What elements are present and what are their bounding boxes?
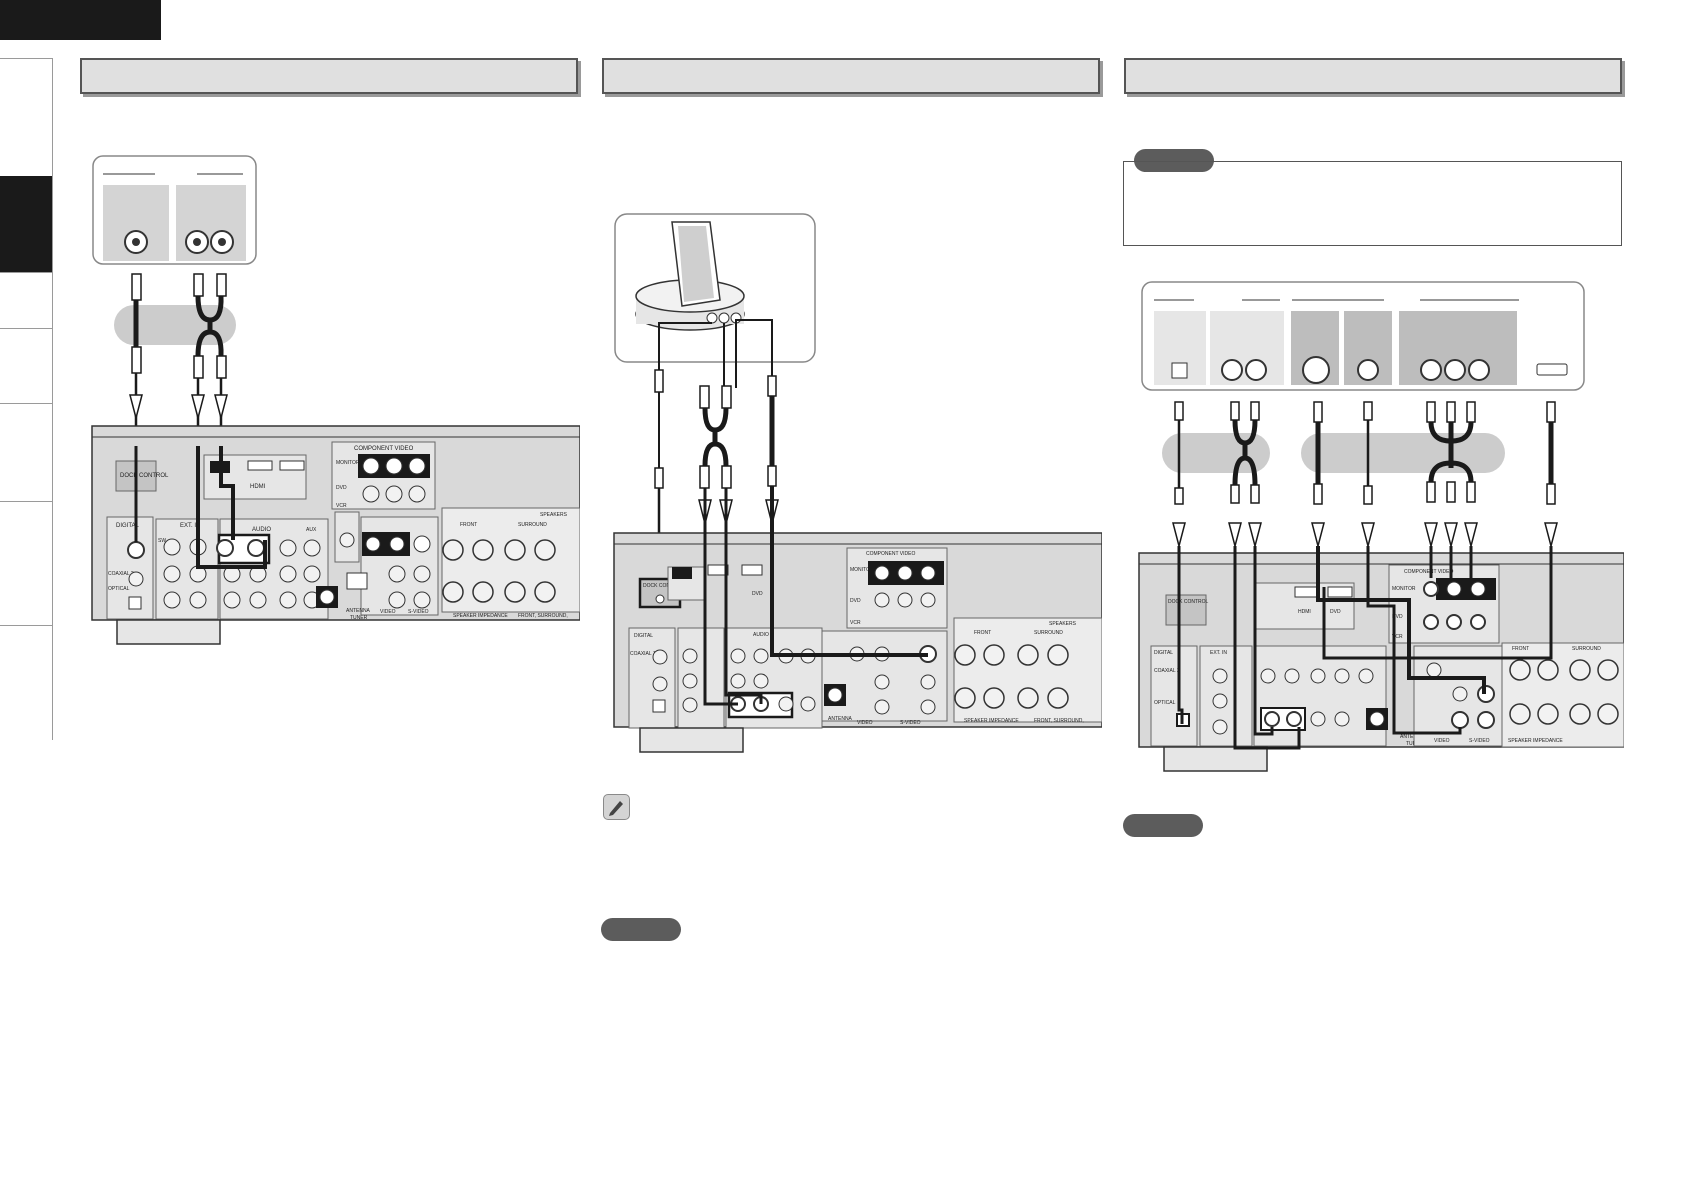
svg-text:SPEAKERS: SPEAKERS: [1049, 621, 1077, 627]
svg-text:S-VIDEO: S-VIDEO: [900, 720, 921, 726]
svg-text:DVD: DVD: [1392, 614, 1403, 620]
side-nav-tab[interactable]: [0, 58, 52, 177]
svg-text:ANTENNA: ANTENNA: [346, 608, 371, 614]
svg-text:DOCK CONTROL: DOCK CONTROL: [643, 583, 684, 589]
side-nav-tab[interactable]: [0, 328, 52, 404]
svg-text:SPEAKERS: SPEAKERS: [540, 512, 568, 518]
svg-text:FRONT, SURROUND,: FRONT, SURROUND,: [1034, 718, 1084, 724]
svg-text:COAXIAL 2: COAXIAL 2: [108, 571, 134, 577]
svg-text:S-VIDEO: S-VIDEO: [1469, 738, 1490, 744]
manual-corner-tab: [0, 0, 161, 40]
svg-text:DIGITAL: DIGITAL: [116, 523, 140, 529]
svg-text:DOCK CONTROL: DOCK CONTROL: [120, 473, 169, 479]
cable-badge: [1301, 433, 1505, 473]
side-nav-tab-active[interactable]: [0, 176, 52, 273]
receiver-rear-panel: DOCK CONTROL DVD DIGITAL COAXIAL 1 AUDIO…: [613, 532, 1102, 753]
svg-text:AUX: AUX: [306, 527, 317, 533]
section-header-video: [1124, 58, 1622, 94]
svg-text:VIDEO: VIDEO: [380, 609, 396, 615]
note-box: [1123, 161, 1622, 246]
svg-text:FRONT: FRONT: [974, 630, 991, 636]
digital-audio-connection-diagram: DOCK CONTROL DIGITAL COAXIAL 2 OPTICAL E…: [91, 155, 580, 645]
section-header-digital-audio: [80, 58, 578, 94]
svg-text:AUDIO: AUDIO: [252, 527, 271, 533]
svg-text:MONITOR: MONITOR: [1392, 586, 1416, 592]
svg-text:FRONT: FRONT: [1512, 646, 1529, 652]
svg-text:DIGITAL: DIGITAL: [1154, 650, 1173, 656]
receiver-rear-panel: DOCK CONTROL DIGITAL COAXIAL 2 OPTICAL E…: [1138, 552, 1624, 772]
svg-text:SURROUND: SURROUND: [1034, 630, 1063, 636]
svg-text:VIDEO: VIDEO: [857, 720, 873, 726]
side-nav-tab[interactable]: [0, 272, 52, 329]
svg-text:SURROUND: SURROUND: [518, 522, 547, 528]
svg-text:COMPONENT VIDEO: COMPONENT VIDEO: [866, 551, 915, 557]
section-header-ipod-dock: [602, 58, 1100, 94]
svg-text:DVD: DVD: [850, 598, 861, 604]
svg-text:EXT. IN: EXT. IN: [180, 523, 200, 529]
svg-text:S-VIDEO: S-VIDEO: [408, 609, 429, 615]
side-nav-tab[interactable]: [0, 501, 52, 626]
svg-text:COMPONENT VIDEO: COMPONENT VIDEO: [354, 446, 414, 452]
video-connection-diagram: DOCK CONTROL DIGITAL COAXIAL 2 OPTICAL E…: [1138, 281, 1624, 772]
svg-text:DVD: DVD: [1330, 609, 1341, 615]
pencil-icon: [603, 794, 630, 820]
svg-text:MONITOR: MONITOR: [336, 460, 360, 466]
direction-arrows: [698, 499, 779, 525]
svg-text:AUDIO: AUDIO: [753, 632, 769, 638]
svg-text:DVD: DVD: [752, 591, 763, 597]
svg-text:COAXIAL 2: COAXIAL 2: [1154, 668, 1180, 674]
receiver-rear-panel: DOCK CONTROL DIGITAL COAXIAL 2 OPTICAL E…: [91, 425, 580, 645]
svg-text:OPTICAL: OPTICAL: [1154, 700, 1176, 706]
note-badge: [601, 918, 681, 941]
ipod-dock-icon: [614, 213, 816, 363]
direction-arrows: [1172, 522, 1558, 549]
svg-text:HDMI: HDMI: [250, 484, 266, 490]
svg-text:COAXIAL 1: COAXIAL 1: [630, 651, 656, 657]
svg-text:MONITOR: MONITOR: [850, 567, 874, 573]
ipod-dock-connection-diagram: DOCK CONTROL DVD DIGITAL COAXIAL 1 AUDIO…: [613, 213, 1102, 753]
svg-text:TUNER: TUNER: [350, 615, 368, 621]
side-nav-tab[interactable]: [0, 625, 52, 741]
note-badge: [1134, 149, 1214, 172]
svg-text:SW: SW: [158, 538, 166, 544]
svg-text:VCR: VCR: [1392, 634, 1403, 640]
cables: [1174, 401, 1556, 505]
svg-text:DIGITAL: DIGITAL: [634, 633, 653, 639]
svg-text:ANTENNA: ANTENNA: [828, 716, 853, 722]
cables: [131, 273, 227, 446]
svg-text:COMPONENT VIDEO: COMPONENT VIDEO: [1404, 569, 1453, 575]
svg-text:OPTICAL: OPTICAL: [108, 586, 130, 592]
svg-text:SPEAKER IMPEDANCE: SPEAKER IMPEDANCE: [453, 613, 508, 619]
source-device-panel: [1141, 281, 1585, 391]
svg-text:VCR: VCR: [336, 503, 347, 509]
svg-text:SURROUND: SURROUND: [1572, 646, 1601, 652]
svg-text:SPEAKER IMPEDANCE: SPEAKER IMPEDANCE: [1508, 738, 1563, 744]
svg-text:DVD: DVD: [336, 485, 347, 491]
note-badge: [1123, 814, 1203, 837]
svg-text:VIDEO: VIDEO: [1434, 738, 1450, 744]
svg-text:VCR: VCR: [850, 620, 861, 626]
svg-text:FRONT, SURROUND,: FRONT, SURROUND,: [518, 613, 568, 619]
svg-text:ANTENNA: ANTENNA: [1400, 734, 1425, 740]
svg-text:EXT. IN: EXT. IN: [1210, 650, 1227, 656]
svg-text:SPEAKER IMPEDANCE: SPEAKER IMPEDANCE: [964, 718, 1019, 724]
svg-text:DOCK CONTROL: DOCK CONTROL: [1168, 599, 1209, 605]
svg-text:FRONT: FRONT: [460, 522, 477, 528]
source-device-panel: [92, 155, 257, 265]
direction-arrows: [129, 394, 228, 421]
side-nav: [0, 58, 53, 740]
svg-text:HDMI: HDMI: [1298, 609, 1311, 615]
side-nav-tab[interactable]: [0, 403, 52, 502]
